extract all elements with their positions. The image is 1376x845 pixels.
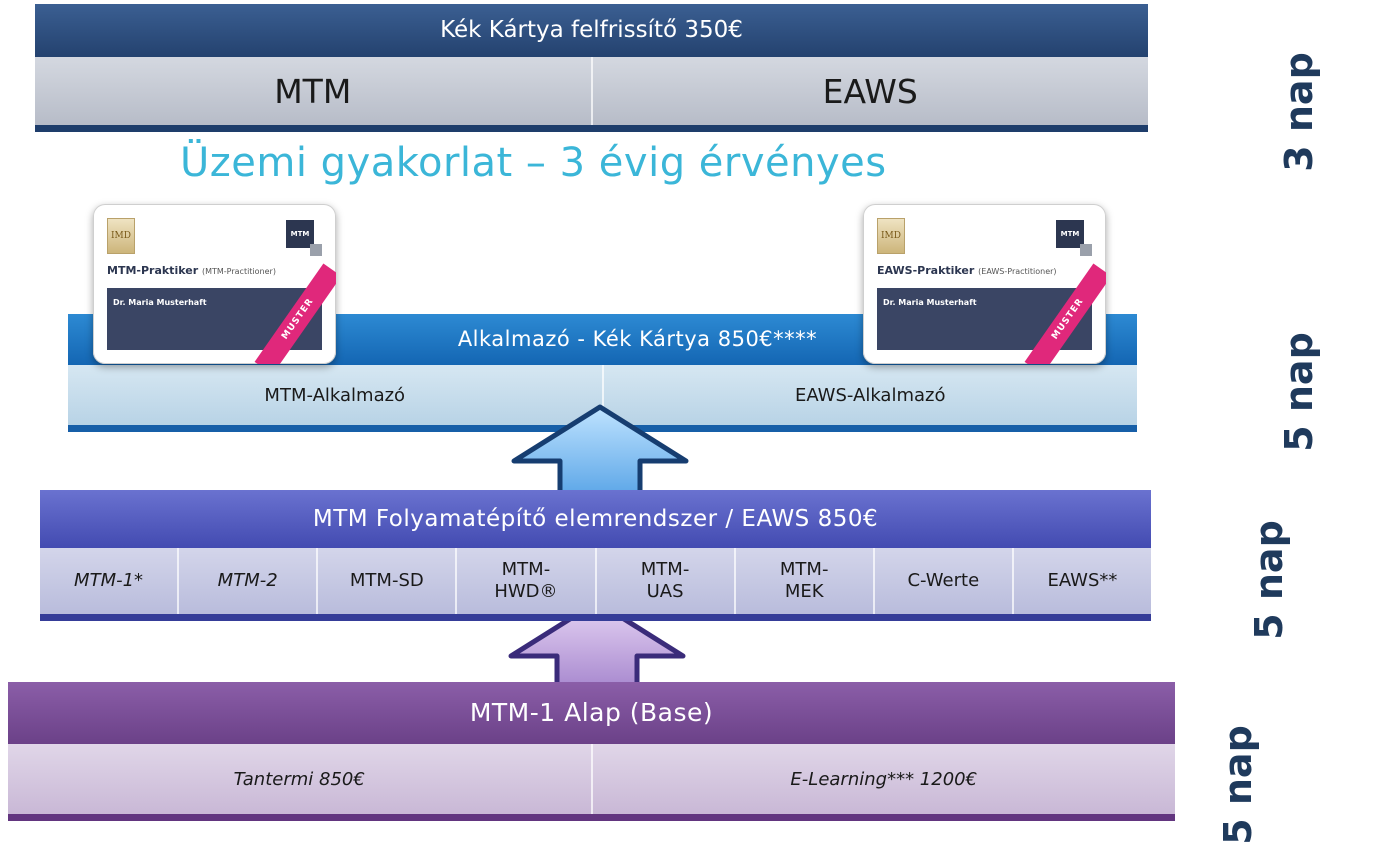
user-item-mtm: MTM-Alkalmazó [264,384,406,406]
mtm-certificate-card: IMD MTM MTM-Praktiker (MTM-Practitioner)… [93,204,336,364]
duration-label: 5 nap [1246,520,1291,640]
duration-label: 3 nap [1276,52,1321,172]
base-block-items: Tantermi 850€ E-Learning*** 1200€ [8,744,1175,814]
process-item: MTM-2 [177,548,316,614]
seal-icon: IMD [877,218,905,254]
mtm-logo-icon: MTM [1056,220,1092,256]
base-item-classroom: Tantermi 850€ [233,768,365,790]
practice-title: Üzemi gyakorlat – 3 évig érvényes [180,140,887,186]
user-item-eaws: EAWS-Alkalmazó [601,365,1138,425]
card-holder-name: Dr. Maria Musterhaft [883,298,977,307]
refresher-item-eaws: EAWS [590,57,1149,125]
base-block-title: MTM-1 Alap (Base) [8,682,1175,744]
base-item-elearning: E-Learning*** 1200€ [590,744,1176,814]
process-item: MTM- HWD® [455,548,594,614]
process-item: EAWS** [1011,548,1151,614]
process-block-title: MTM Folyamatépítő elemrendszer / EAWS 85… [40,490,1151,548]
seal-icon: IMD [107,218,135,254]
refresher-item-mtm: MTM [274,71,352,111]
process-item: C-Werte [872,548,1012,614]
process-block: MTM Folyamatépítő elemrendszer / EAWS 85… [40,490,1151,622]
card-title: MTM-Praktiker (MTM-Practitioner) [107,264,276,277]
duration-label: 5 nap [1276,332,1321,452]
eaws-certificate-card: IMD MTM EAWS-Praktiker (EAWS-Practitione… [863,204,1106,364]
mtm-logo-icon: MTM [286,220,322,256]
process-item: MTM-1* [74,570,144,592]
process-item: MTM- MEK [733,548,873,614]
base-block: MTM-1 Alap (Base) Tantermi 850€ E-Learni… [8,682,1175,825]
refresher-title: Kék Kártya felfrissítő 350€ [35,4,1148,57]
process-block-items: MTM-1* MTM-2 MTM-SD MTM- HWD® MTM- UAS M… [40,548,1151,614]
process-item: MTM- UAS [594,548,734,614]
card-holder-name: Dr. Maria Musterhaft [113,298,207,307]
process-item: MTM-SD [316,548,455,614]
refresher-base-bar [35,125,1148,132]
base-base-bar [8,814,1175,821]
refresher-items: MTM EAWS [35,57,1148,125]
arrow-up-icon [511,404,689,495]
process-base-bar [40,614,1151,621]
refresher-block: Kék Kártya felfrissítő 350€ MTM EAWS [35,4,1148,132]
card-title: EAWS-Praktiker (EAWS-Practitioner) [877,264,1057,277]
